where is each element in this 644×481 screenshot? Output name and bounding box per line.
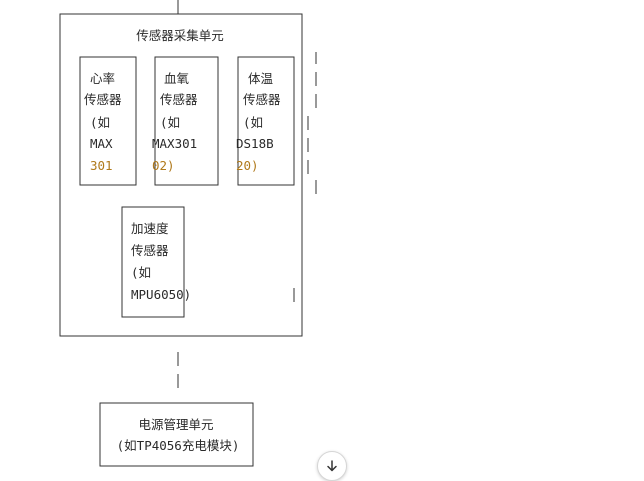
blood-oxygen-line-1: 血氧 xyxy=(164,71,190,86)
scroll-down-button[interactable] xyxy=(317,451,347,481)
body-temperature-line-2: 传感器 xyxy=(243,92,281,107)
accelerometer-sensor-border xyxy=(121,206,185,318)
body-temperature-sensor-box: 体温 传感器 (如 DS18B 20) xyxy=(236,56,295,186)
accelerometer-line-1: 加速度 xyxy=(131,221,169,236)
blood-oxygen-sensor-box: 血氧 传感器 (如 MAX301 02) xyxy=(152,56,219,186)
accelerometer-line-3: (如 xyxy=(131,265,151,280)
sensor-unit-border xyxy=(59,13,303,337)
heart-rate-line-3: (如 xyxy=(90,115,110,130)
body-temperature-line-1: 体温 xyxy=(248,71,274,86)
accelerometer-line-2: 传感器 xyxy=(131,243,169,258)
power-management-unit: 电源管理单元 (如TP4056充电模块) xyxy=(99,402,254,467)
heart-rate-line-4: MAX xyxy=(90,136,113,151)
heart-rate-line-2: 传感器 xyxy=(84,92,122,107)
power-unit-title: 电源管理单元 xyxy=(138,417,213,432)
body-temperature-sensor-border xyxy=(237,56,295,186)
blood-oxygen-line-4: MAX301 xyxy=(152,136,197,151)
power-unit-subtitle: (如TP4056充电模块) xyxy=(117,438,240,453)
blood-oxygen-line-5: 02) xyxy=(152,158,175,173)
sensor-unit-title: 传感器采集单元 xyxy=(136,28,224,43)
blood-oxygen-sensor-border xyxy=(154,56,219,186)
heart-rate-line-5: 301 xyxy=(90,158,113,173)
power-unit-border xyxy=(99,402,254,467)
accelerometer-sensor-box: 加速度 传感器 (如 MPU6050) xyxy=(121,206,295,318)
accelerometer-line-4: MPU6050) xyxy=(131,287,191,302)
heart-rate-sensor-border xyxy=(79,56,137,186)
heart-rate-line-1: 心率 xyxy=(90,71,115,86)
heart-rate-sensor-box: 心率 传感器 (如 MAX 301 xyxy=(79,56,137,186)
sensor-collection-unit: 传感器采集单元 xyxy=(59,13,317,337)
body-temperature-line-5: 20) xyxy=(236,158,259,173)
blood-oxygen-line-2: 传感器 xyxy=(160,92,198,107)
body-temperature-line-3: (如 xyxy=(243,115,263,130)
blood-oxygen-line-3: (如 xyxy=(160,115,180,130)
arrow-down-icon xyxy=(327,460,337,472)
body-temperature-line-4: DS18B xyxy=(236,136,274,151)
diagram-canvas: 传感器采集单元 心率 传感器 (如 MAX 301 血氧 传感器 (如 MAX3… xyxy=(59,0,317,467)
